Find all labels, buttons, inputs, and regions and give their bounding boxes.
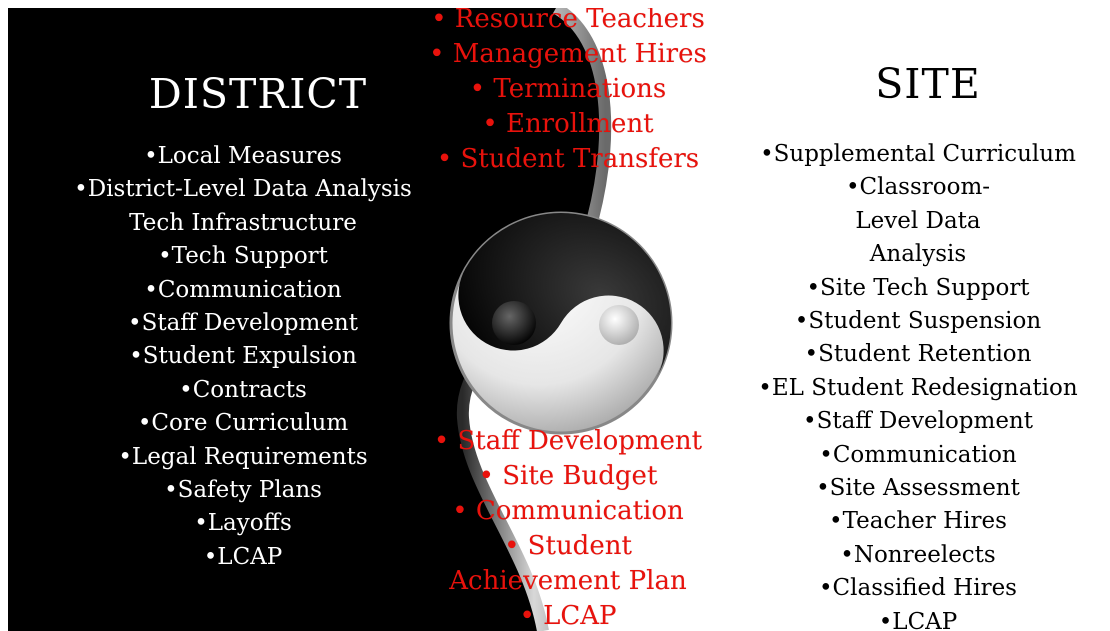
list-item: • Student Transfers — [436, 144, 700, 174]
list-item: •LCAP — [878, 608, 958, 631]
list-item: •Student Expulsion — [129, 343, 357, 370]
slide-background — [8, 8, 673, 631]
list-item: •Classroom-Level Data Analysis — [845, 174, 991, 268]
list-item: •Contracts — [179, 376, 307, 403]
list-item: •Safety Plans — [164, 477, 322, 504]
list-item: •Supplemental Curriculum — [760, 141, 1076, 167]
list-item: •Student Suspension — [794, 308, 1042, 335]
district-title: DISTRICT — [148, 70, 368, 118]
list-item: •Communication — [819, 441, 1017, 468]
list-item: • Management Hires — [429, 39, 707, 69]
list-item: •Tech Support — [158, 243, 328, 270]
district-region — [8, 8, 606, 631]
list-item: •LCAP — [203, 543, 283, 570]
list-item: •Layoffs — [194, 510, 292, 537]
list-item: •Communication — [144, 276, 342, 303]
list-item: •Site Assessment — [816, 475, 1020, 502]
shared-responsibilities-bottom: • Staff Development • Site Budget • Comm… — [403, 424, 733, 631]
list-item: •Teacher Hires — [829, 508, 1007, 535]
site-list: •Supplemental Curriculum •Classroom-Leve… — [728, 138, 1108, 631]
list-item: • Enrollment — [482, 109, 654, 139]
list-item: •Staff Development — [803, 408, 1033, 435]
list-item: •Site Tech Support — [806, 274, 1030, 301]
list-item: •Classified Hires — [818, 575, 1017, 602]
list-item: •District-Level Data Analysis — [74, 176, 412, 203]
list-item: • Student Achievement Plan — [449, 531, 687, 596]
list-item: •Core Curriculum — [137, 410, 349, 437]
slide: DISTRICT SITE •Local Measures •District-… — [8, 8, 1110, 631]
district-list: •Local Measures •District-Level Data Ana… — [48, 140, 438, 574]
list-item: •Local Measures — [144, 143, 342, 169]
list-item: • LCAP — [519, 601, 617, 631]
list-item: • Resource Teachers — [431, 8, 705, 34]
list-item: •EL Student Redesignation — [758, 374, 1078, 401]
list-item: •Nonreelects — [840, 541, 996, 568]
list-item: • Communication — [452, 496, 684, 526]
list-item: •Student Retention — [804, 341, 1032, 368]
yin-yang-icon — [449, 211, 673, 435]
shared-responsibilities-top: • Resource Teachers • Management Hires •… — [403, 8, 733, 177]
list-item: •Legal Requirements — [118, 443, 368, 470]
list-item: • Staff Development — [433, 426, 703, 456]
site-title: SITE — [875, 60, 981, 108]
list-item: • Site Budget — [478, 461, 658, 491]
list-item: Tech Infrastructure — [129, 209, 357, 236]
list-item: • Terminations — [469, 74, 667, 104]
list-item: •Staff Development — [128, 310, 358, 337]
